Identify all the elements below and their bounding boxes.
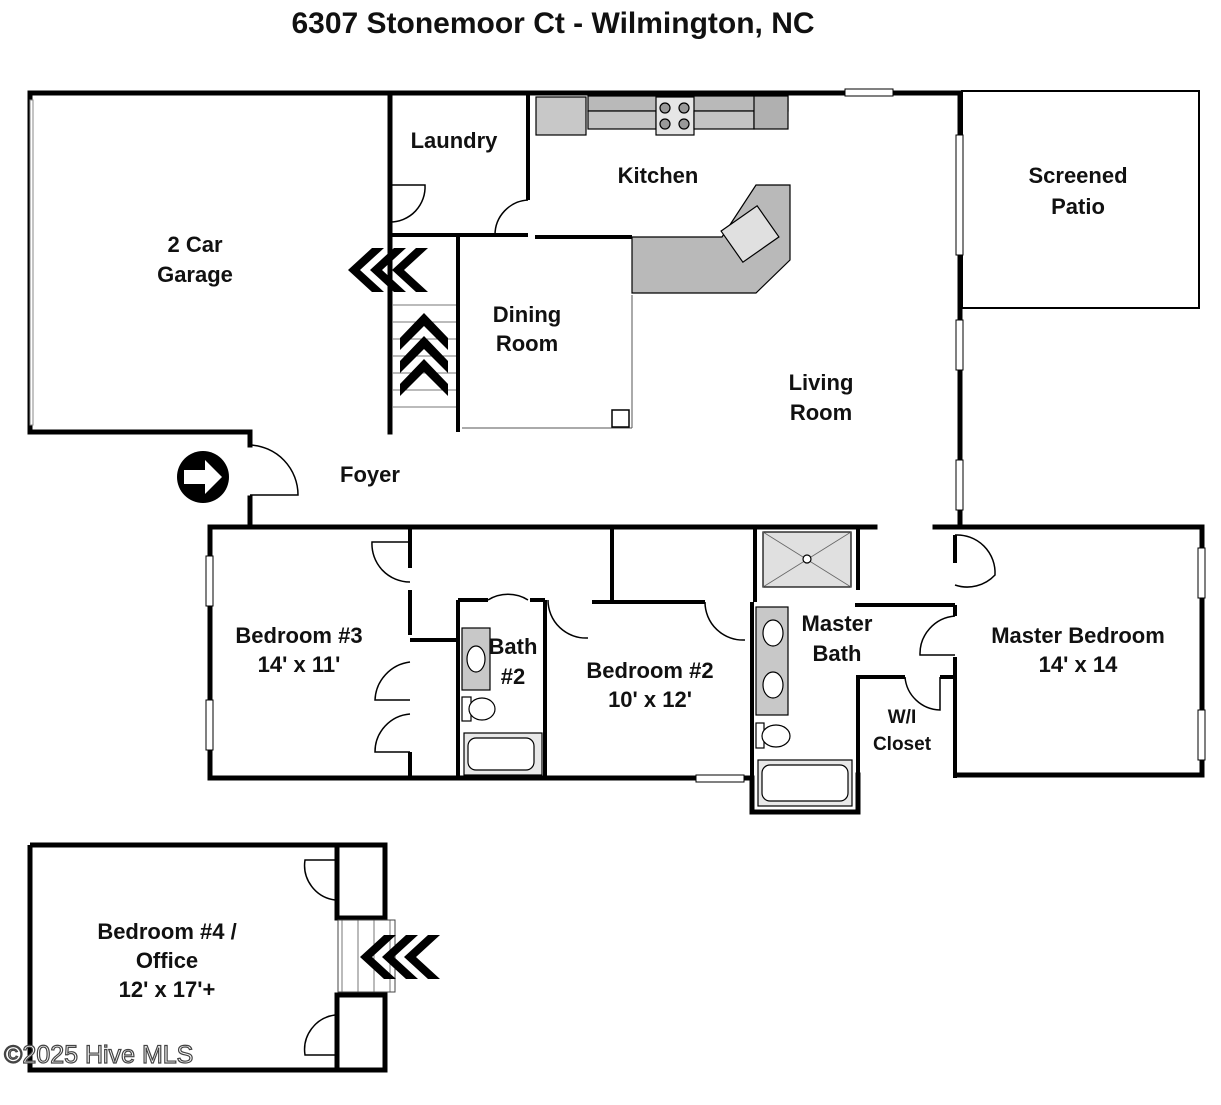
lower-counter <box>587 110 657 130</box>
bath2-fixtures <box>461 627 543 776</box>
bedroom4-size: 12' x 17'+ <box>119 977 216 1002</box>
master-bath-fixtures <box>755 531 853 807</box>
sink-basin <box>720 204 780 264</box>
bedroom4-arrow-icon <box>360 935 440 979</box>
bedroom2-label: Bedroom #2 <box>586 658 713 683</box>
windows <box>205 88 1206 783</box>
kitchen-fixtures <box>535 95 791 294</box>
bedroom4-walls <box>27 842 388 1073</box>
interior-walls <box>388 93 957 778</box>
refrigerator <box>535 96 587 136</box>
bedroom3-label: Bedroom #3 <box>235 623 362 648</box>
bedroom4-label-2: Office <box>136 948 198 973</box>
closet-label-2: Closet <box>873 734 932 755</box>
master-bedroom-label: Master Bedroom <box>991 623 1165 648</box>
foyer-label: Foyer <box>340 462 400 487</box>
garage-label-2: Garage <box>157 262 233 287</box>
stairs-arrow-icon <box>400 313 448 396</box>
plan-title: 6307 Stonemoor Ct - Wilmington, NC <box>291 7 814 40</box>
bedroom3-size: 14' x 11' <box>258 652 341 677</box>
laundry-label: Laundry <box>411 128 499 153</box>
range <box>655 96 695 136</box>
bath2-label-2: #2 <box>501 664 525 689</box>
dining-label-2: Room <box>496 331 558 356</box>
master-bath-label-2: Bath <box>813 641 862 666</box>
living-label-2: Room <box>790 400 852 425</box>
bedroom2-size: 10' x 12' <box>608 687 692 712</box>
door-swings <box>249 184 996 1056</box>
garage-door <box>29 99 34 426</box>
dining-details <box>462 295 633 429</box>
bedroom4-label-1: Bedroom #4 / <box>97 919 236 944</box>
room-labels: 2 Car Garage Laundry Kitchen Screened Pa… <box>97 128 1164 1002</box>
garage-arrow-icon <box>348 248 428 292</box>
closet-label-1: W/I <box>888 707 917 728</box>
bath2-label-1: Bath <box>489 634 538 659</box>
patio-label-1: Screened <box>1028 163 1127 188</box>
dining-label-1: Dining <box>493 302 561 327</box>
master-bath-label-1: Master <box>802 611 873 636</box>
patio-label-2: Patio <box>1051 194 1105 219</box>
garage-label-1: 2 Car <box>167 232 222 257</box>
entry-arrow-icon <box>177 451 229 503</box>
master-bedroom-size: 14' x 14 <box>1039 652 1118 677</box>
watermark: ©2025 Hive MLS <box>4 1041 193 1069</box>
living-label-1: Living <box>789 370 854 395</box>
kitchen-label: Kitchen <box>618 163 699 188</box>
dishwasher <box>753 95 789 130</box>
